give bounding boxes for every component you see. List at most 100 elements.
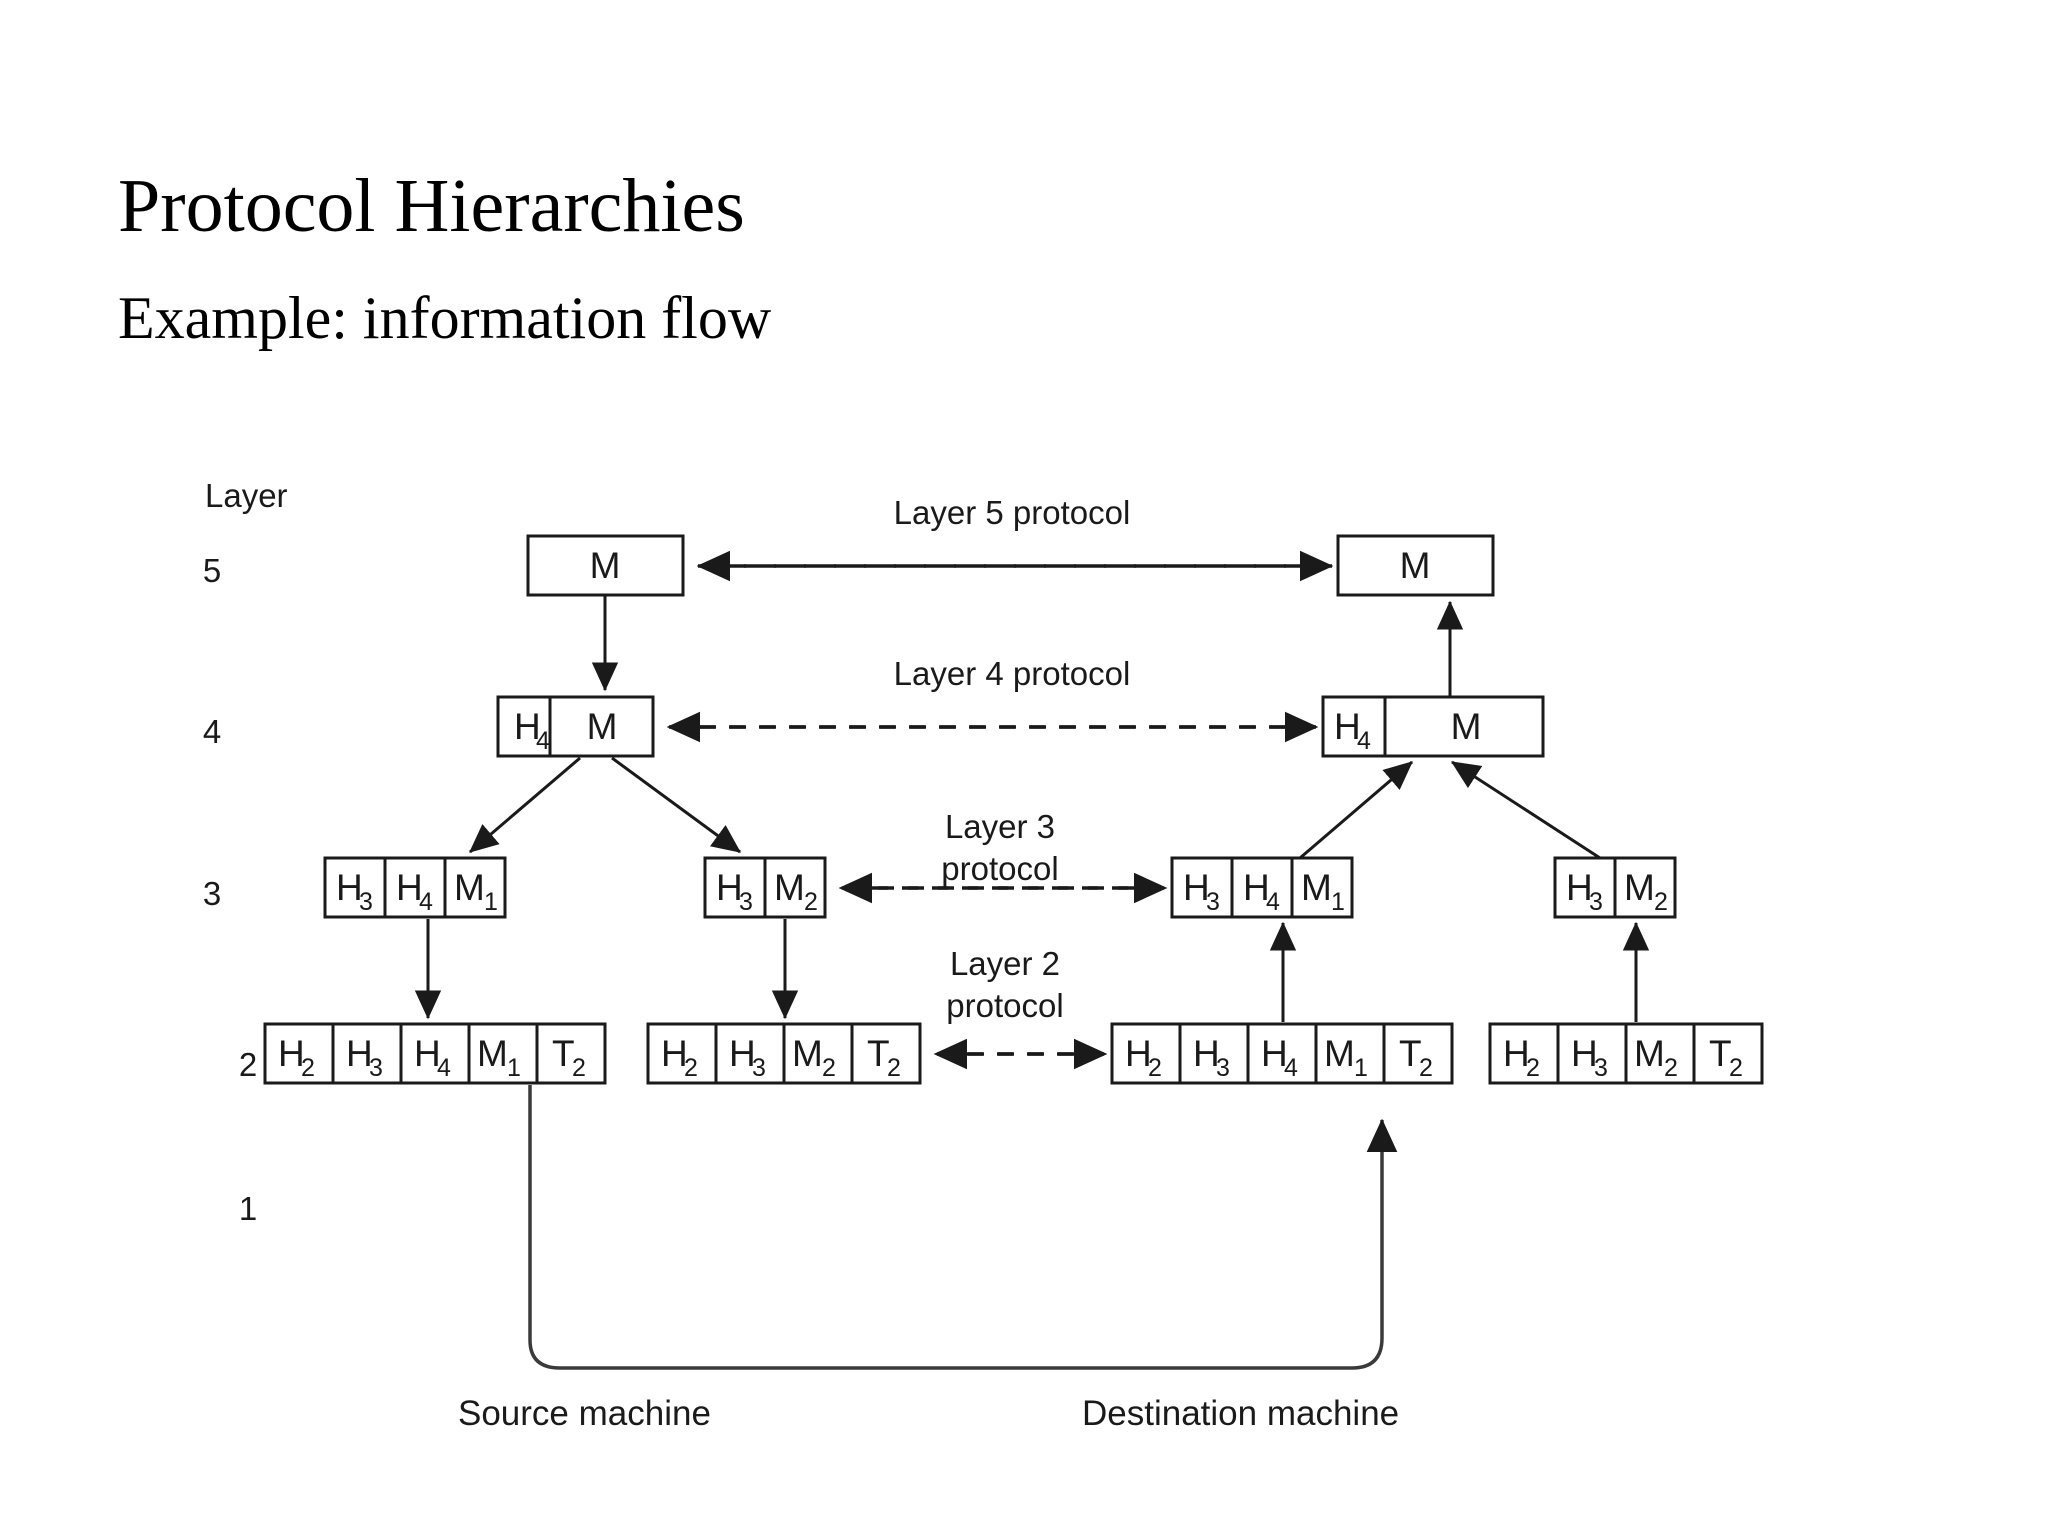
svg-text:1: 1 — [1331, 888, 1345, 916]
layer-number-5: 5 — [203, 552, 221, 589]
arrow-source-l4-to-l3-right — [611, 756, 741, 854]
svg-text:3: 3 — [1594, 1054, 1608, 1082]
svg-text:H: H — [278, 1033, 305, 1074]
cell-H4: H 4 — [414, 1033, 451, 1082]
cell-H3: H 3 — [1193, 1033, 1230, 1082]
destination-machine-label: Destination machine — [1082, 1394, 1399, 1433]
svg-text:4: 4 — [437, 1054, 451, 1082]
svg-text:H: H — [661, 1033, 688, 1074]
svg-text:H: H — [1261, 1033, 1288, 1074]
cell-M1: M 1 — [1324, 1033, 1368, 1082]
svg-text:2: 2 — [1419, 1054, 1433, 1082]
layer-number-2: 2 — [239, 1046, 257, 1083]
svg-text:H: H — [1243, 867, 1270, 908]
cell-H3: H 3 — [1571, 1033, 1608, 1082]
svg-text:T: T — [552, 1033, 575, 1074]
cell-H3: H 3 — [1183, 867, 1220, 916]
cell-H2: H 2 — [661, 1033, 698, 1082]
cell-M: M — [587, 706, 618, 747]
svg-text:2: 2 — [1526, 1054, 1540, 1082]
svg-text:1: 1 — [507, 1054, 521, 1082]
svg-text:M: M — [792, 1033, 823, 1074]
arrow-destination-l3-right-to-l4 — [1450, 760, 1601, 860]
layer4-protocol-label: Layer 4 protocol — [894, 655, 1131, 692]
information-flow-diagram: Layer 5 4 3 2 1 M M Layer 5 protocol — [203, 477, 1764, 1433]
cell-M: M — [1400, 545, 1431, 586]
svg-text:3: 3 — [1206, 888, 1220, 916]
svg-text:2: 2 — [1148, 1054, 1162, 1082]
cell-M: M — [1451, 706, 1482, 747]
layer2-protocol-label-line1: Layer 2 — [950, 945, 1060, 982]
svg-text:4: 4 — [536, 727, 550, 755]
svg-text:T: T — [1709, 1033, 1732, 1074]
packet-layer3-source-left: H 3 H 4 M 1 — [323, 856, 507, 919]
svg-text:T: T — [867, 1033, 890, 1074]
protocol-hierarchy-figure: Layer 5 4 3 2 1 M M Layer 5 protocol — [0, 430, 2048, 1490]
svg-text:3: 3 — [1216, 1054, 1230, 1082]
svg-text:M: M — [1624, 867, 1655, 908]
cell-H3: H 3 — [716, 867, 753, 916]
svg-text:2: 2 — [822, 1054, 836, 1082]
cell-T2: T 2 — [1399, 1033, 1433, 1082]
cell-H4: H 4 — [514, 706, 550, 755]
cell-M1: M 1 — [1301, 867, 1345, 916]
svg-text:H: H — [336, 867, 363, 908]
arrow-source-l4-to-l3-left — [469, 756, 581, 854]
svg-text:M: M — [477, 1033, 508, 1074]
packet-layer3-destination-left: H 3 H 4 M 1 — [1170, 856, 1354, 919]
cell-H4: H 4 — [1334, 706, 1371, 755]
svg-text:H: H — [346, 1033, 373, 1074]
layer-number-3: 3 — [203, 875, 221, 912]
svg-text:4: 4 — [1284, 1054, 1298, 1082]
packet-layer2-source-right: H 2 H 3 M 2 T 2 — [646, 1022, 922, 1085]
svg-text:H: H — [716, 867, 743, 908]
axis-caption-layer: Layer — [205, 477, 288, 514]
svg-text:4: 4 — [1357, 727, 1371, 755]
svg-text:2: 2 — [301, 1054, 315, 1082]
svg-text:3: 3 — [369, 1054, 383, 1082]
cell-M2: M 2 — [1624, 867, 1668, 916]
cell-H3: H 3 — [1566, 867, 1603, 916]
svg-text:2: 2 — [804, 888, 818, 916]
svg-text:2: 2 — [572, 1054, 586, 1082]
svg-text:2: 2 — [1729, 1054, 1743, 1082]
cell-H3: H 3 — [336, 867, 373, 916]
svg-text:H: H — [514, 706, 541, 747]
layer2-protocol-label-line2: protocol — [946, 987, 1063, 1024]
svg-text:T: T — [1399, 1033, 1422, 1074]
svg-text:H: H — [1503, 1033, 1530, 1074]
packet-layer5-destination: M — [1336, 534, 1495, 597]
svg-text:3: 3 — [359, 888, 373, 916]
svg-text:3: 3 — [739, 888, 753, 916]
svg-text:2: 2 — [887, 1054, 901, 1082]
source-machine-label: Source machine — [458, 1394, 711, 1433]
cell-M1: M 1 — [454, 867, 498, 916]
svg-text:4: 4 — [419, 888, 433, 916]
svg-text:3: 3 — [752, 1054, 766, 1082]
svg-text:3: 3 — [1589, 888, 1603, 916]
svg-text:4: 4 — [1266, 888, 1280, 916]
svg-text:H: H — [414, 1033, 441, 1074]
svg-text:H: H — [1125, 1033, 1152, 1074]
layer-number-4: 4 — [203, 713, 221, 750]
svg-text:H: H — [1183, 867, 1210, 908]
packet-layer5-source: M — [526, 534, 685, 597]
cell-M: M — [590, 545, 621, 586]
cell-M2: M 2 — [792, 1033, 836, 1082]
svg-text:H: H — [1566, 867, 1593, 908]
svg-text:H: H — [1334, 706, 1361, 747]
svg-text:2: 2 — [1664, 1054, 1678, 1082]
packet-layer2-destination-left: H 2 H 3 H 4 M 1 T 2 — [1110, 1022, 1454, 1085]
packet-layer4-source: H 4 M — [496, 695, 655, 758]
cell-H4: H 4 — [396, 867, 433, 916]
cell-H4: H 4 — [1261, 1033, 1298, 1082]
cell-M2: M 2 — [774, 867, 818, 916]
layer5-protocol-label: Layer 5 protocol — [894, 494, 1131, 531]
svg-text:H: H — [1571, 1033, 1598, 1074]
packet-layer3-destination-right: H 3 M 2 — [1553, 856, 1677, 919]
svg-text:H: H — [396, 867, 423, 908]
packet-layer4-destination: H 4 M — [1321, 695, 1545, 758]
cell-M2: M 2 — [1634, 1033, 1678, 1082]
arrow-destination-l3-left-to-l4 — [1299, 760, 1413, 860]
